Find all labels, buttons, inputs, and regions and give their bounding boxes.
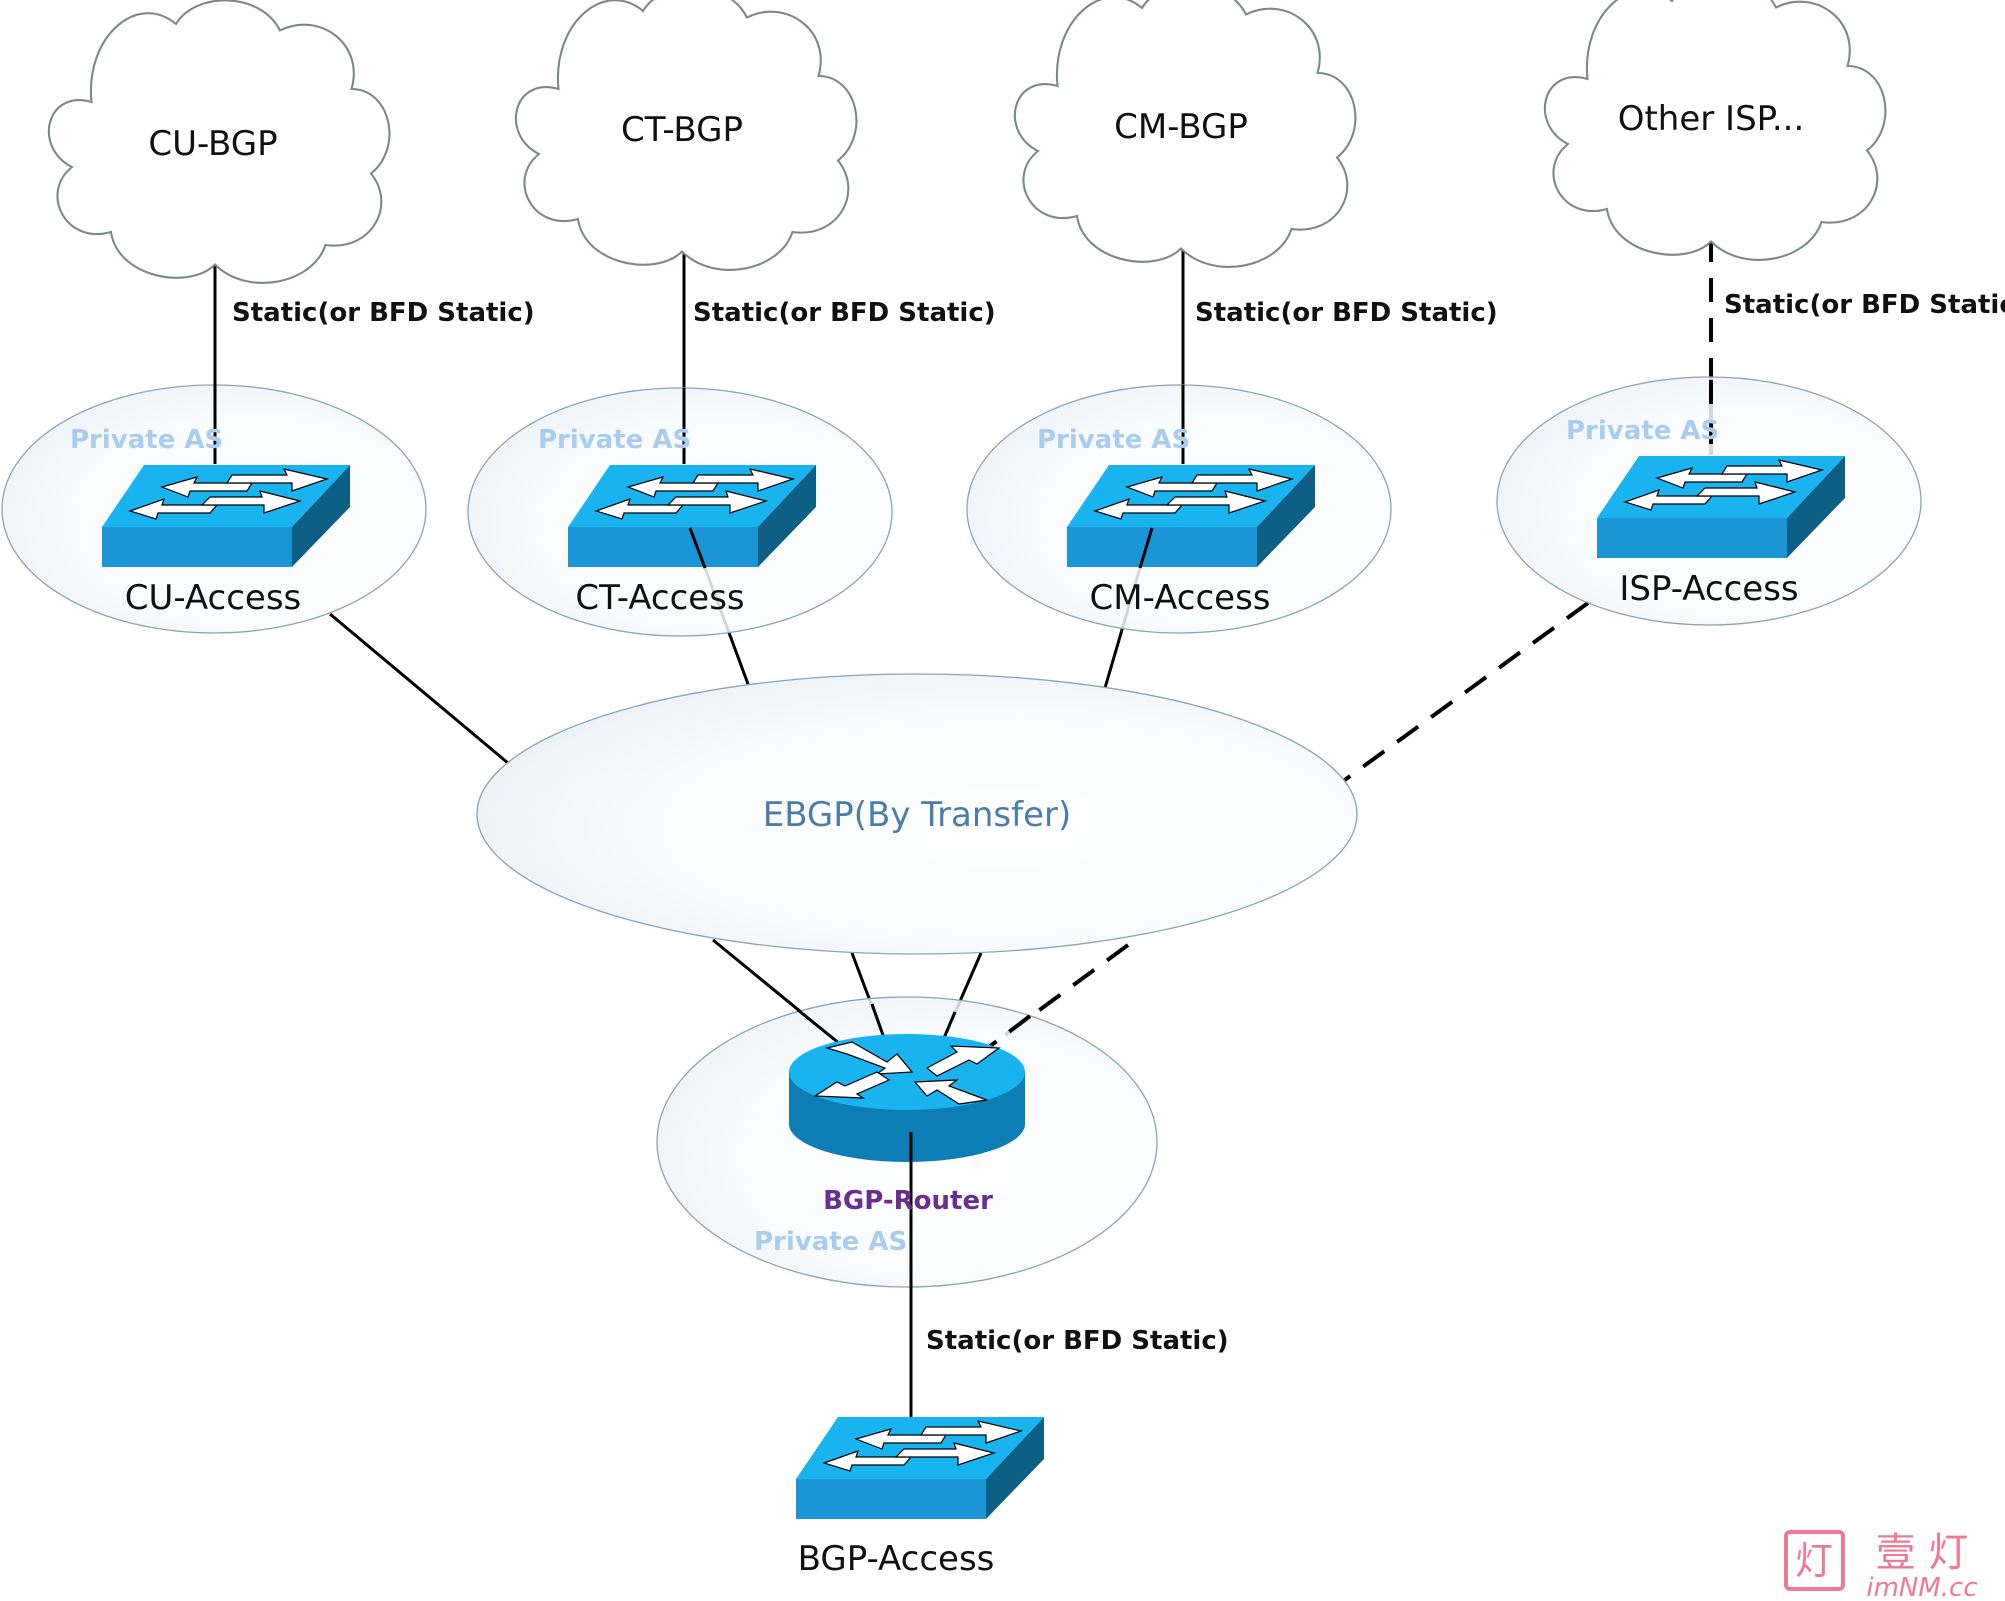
router-icon[interactable]	[789, 1034, 1025, 1162]
link-label-ct: Static(or BFD Static)	[693, 298, 996, 328]
link-router-tail-3	[942, 1011, 957, 1039]
as-label-cm: Private AS	[1037, 425, 1190, 455]
as-label-ct: Private AS	[538, 425, 691, 455]
link-cu-ebgp	[329, 612, 509, 765]
link-ct-over	[688, 527, 707, 569]
watermark-chars: 壹 灯	[1876, 1530, 1969, 1576]
watermark: 灯 壹 灯 imNM.cc	[1784, 1530, 1978, 1601]
cloud-label-cm: CM-BGP	[1114, 107, 1248, 147]
as-label-isp: Private AS	[1566, 416, 1719, 446]
switch-label-isp: ISP-Access	[1619, 569, 1798, 609]
link-label-cu: Static(or BFD Static)	[232, 298, 535, 328]
link-router-tail-2	[870, 1003, 886, 1039]
watermark-domain: imNM.cc	[1866, 1573, 1977, 1601]
switch-icon-bgp-access[interactable]	[795, 1416, 1045, 1520]
ebgp-core	[476, 673, 1358, 955]
as-label-cu: Private AS	[70, 425, 223, 455]
link-label-bottom: Static(or BFD Static)	[926, 1326, 1229, 1356]
switch-label-ct: CT-Access	[575, 578, 744, 618]
watermark-box-glyph: 灯	[1795, 1539, 1833, 1583]
link-cm-over	[1138, 527, 1154, 569]
cloud-label-ct: CT-BGP	[621, 110, 743, 150]
cloud-label-cu: CU-BGP	[148, 124, 277, 164]
ebgp-label: EBGP(By Transfer)	[763, 795, 1072, 835]
link-label-isp: Static(or BFD Static)	[1724, 290, 2005, 320]
switch-label-bgp-access: BGP-Access	[798, 1539, 995, 1579]
link-router-tail-1	[797, 1008, 841, 1046]
watermark-box	[1784, 1530, 1845, 1591]
link-label-cm: Static(or BFD Static)	[1195, 298, 1498, 328]
as-label-router: Private AS	[754, 1227, 907, 1257]
switch-label-cm: CM-Access	[1090, 578, 1271, 618]
link-isp-ebgp	[1340, 601, 1590, 784]
link-router-tail-4	[983, 1014, 1032, 1052]
cloud-label-other-isp: Other ISP...	[1618, 99, 1805, 139]
switch-label-cu: CU-Access	[125, 578, 302, 618]
router-label: BGP-Router	[823, 1186, 993, 1216]
